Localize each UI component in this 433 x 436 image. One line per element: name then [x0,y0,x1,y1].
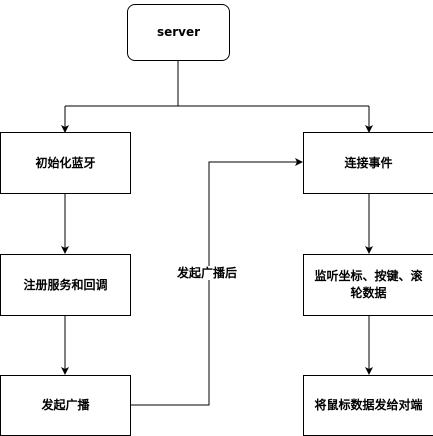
node-init-bluetooth: 初始化蓝牙 [0,132,131,194]
node-advertise-label: 发起广播 [41,398,90,412]
node-send-data-label: 将鼠标数据发给对端 [314,398,423,412]
node-connect-event: 连接事件 [303,132,433,194]
edge-label-after-advertise: 发起广播后 [176,266,239,280]
node-server-label: server [156,25,201,39]
node-listen-data: 监听坐标、按键、滚轮数据 [303,254,433,316]
node-listen-data-label: 监听坐标、按键、滚轮数据 [314,269,423,300]
node-send-data: 将鼠标数据发给对端 [303,375,433,436]
node-init-bluetooth-label: 初始化蓝牙 [35,155,96,170]
arrow-advertise-to-connect [130,158,303,406]
node-advertise: 发起广播 [0,375,131,436]
node-connect-event-label: 连接事件 [344,155,393,170]
node-register-service: 注册服务和回调 [0,254,131,316]
node-register-service-label: 注册服务和回调 [23,277,108,292]
node-server: server [127,4,230,61]
